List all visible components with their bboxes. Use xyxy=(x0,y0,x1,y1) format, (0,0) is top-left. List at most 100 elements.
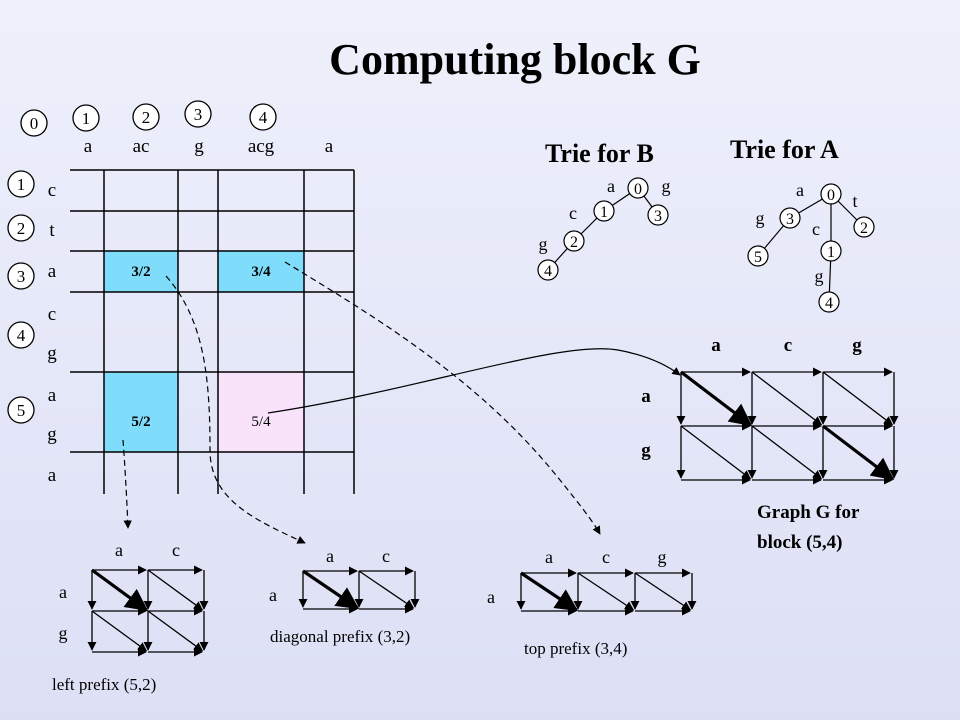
row-letter: a xyxy=(48,385,57,406)
graph-g-edges xyxy=(676,367,899,485)
match-edge xyxy=(822,424,895,481)
trie-b-edge-label: g xyxy=(662,176,671,196)
graph-g-col-label: g xyxy=(852,335,862,356)
col-header: a xyxy=(325,136,334,157)
top-prefix-col-label: g xyxy=(658,547,667,567)
top-prefix-col-label: a xyxy=(545,547,553,567)
trie-a-edge-label: g xyxy=(815,266,824,286)
cell-3-4 xyxy=(218,251,304,292)
match-edge xyxy=(680,370,753,427)
trie-a-edge-label: g xyxy=(756,208,765,228)
arrow-to-graph-g xyxy=(267,348,681,414)
trie-b-node: 3 xyxy=(654,208,662,225)
trie-a-node: 5 xyxy=(754,249,762,266)
graph-g-caption-line2: block (5,4) xyxy=(757,532,843,553)
trie-a-node: 2 xyxy=(860,220,868,237)
column-headers: a ac g acg a xyxy=(84,136,334,157)
trie-b-edge-label: c xyxy=(569,203,577,223)
row-letter: g xyxy=(47,343,57,364)
diagonal-prefix-edges xyxy=(298,566,420,614)
graph-edge xyxy=(680,425,752,480)
matrix-grid xyxy=(70,169,355,494)
trie-a-node: 4 xyxy=(825,295,833,312)
trie-a-edge-label: t xyxy=(852,191,857,211)
trie-b: Trie for B 0 1 2 3 4 a g c xyxy=(537,139,671,281)
row-letters: c t a c g a g a xyxy=(47,180,57,486)
row-letter: g xyxy=(47,424,57,445)
diagonal-prefix-row-label: a xyxy=(269,585,277,605)
match-edge xyxy=(520,571,579,612)
trie-a-node: 0 xyxy=(827,187,835,204)
row-number: 1 xyxy=(17,175,26,194)
graph-edge xyxy=(577,572,635,611)
trie-a-edge-label: a xyxy=(796,180,804,200)
graph-edge xyxy=(358,570,415,609)
graph-edge xyxy=(634,572,692,611)
trie-b-node: 0 xyxy=(634,181,642,198)
cell-label-5-2: 5/2 xyxy=(131,414,150,430)
row-letter: c xyxy=(48,304,56,325)
cell-label-3-4: 3/4 xyxy=(251,264,271,280)
trie-b-edge-label: a xyxy=(607,176,615,196)
graph-edge xyxy=(751,371,823,426)
cell-3-2 xyxy=(104,251,178,292)
left-prefix-col-label: a xyxy=(115,540,123,560)
graph-edge xyxy=(147,569,204,611)
match-edge xyxy=(302,569,360,610)
left-prefix-graph: a c a g left prefix (5,2) xyxy=(52,540,209,694)
graph-g-caption-line1: Graph G for xyxy=(757,502,860,523)
arrow-to-diagonal-prefix xyxy=(165,275,306,544)
col-number: 3 xyxy=(194,105,203,124)
row-letter: t xyxy=(49,220,55,241)
left-prefix-col-label: c xyxy=(172,540,180,560)
graph-edge xyxy=(751,425,823,480)
graph-g-col-label: c xyxy=(784,335,792,356)
trie-b-edge-label: g xyxy=(539,234,548,254)
trie-b-title: Trie for B xyxy=(545,139,654,168)
row-numbers: 1 2 3 4 5 xyxy=(7,170,35,424)
match-edge xyxy=(91,568,149,612)
dp-matrix: 0 1 2 3 4 a ac g acg a 1 xyxy=(7,100,355,494)
graph-g-col-label: a xyxy=(711,335,721,356)
row-number: 4 xyxy=(17,326,26,345)
arrow-to-left-prefix xyxy=(122,439,132,529)
col-number: 0 xyxy=(30,114,39,133)
graph-g-row-label: a xyxy=(641,386,651,407)
row-number: 3 xyxy=(17,267,26,286)
graph-g-block-5-4: a c g a g Graph G for block (5,4) xyxy=(641,335,899,553)
row-letter: a xyxy=(48,465,57,486)
top-prefix-col-label: c xyxy=(602,547,610,567)
cell-label-5-4: 5/4 xyxy=(251,414,271,430)
trie-a-node: 3 xyxy=(786,211,794,228)
connector-arrows xyxy=(122,261,681,544)
left-prefix-row-label: a xyxy=(59,582,67,602)
col-number: 4 xyxy=(259,108,268,127)
arrow-to-top-prefix xyxy=(284,261,601,535)
trie-a-edge-label: c xyxy=(812,219,820,239)
left-prefix-edges xyxy=(87,565,209,657)
diagonal-prefix-caption: diagonal prefix (3,2) xyxy=(270,627,410,646)
diagonal-prefix-col-label: c xyxy=(382,546,390,566)
row-number: 5 xyxy=(17,401,26,420)
graph-edge xyxy=(822,371,894,426)
col-header: a xyxy=(84,136,93,157)
trie-a: Trie for A 0 3 2 1 5 4 xyxy=(730,135,875,313)
slide-title: Computing block G xyxy=(329,35,701,84)
graph-g-row-label: g xyxy=(641,440,651,461)
diagonal-prefix-col-label: a xyxy=(326,546,334,566)
cell-5-4 xyxy=(218,372,304,452)
graph-edge xyxy=(91,610,148,652)
top-prefix-graph: a c g a top prefix (3,4) xyxy=(487,547,697,658)
col-number: 2 xyxy=(142,108,151,127)
trie-a-title: Trie for A xyxy=(730,135,839,164)
top-prefix-edges xyxy=(516,568,697,616)
row-number: 2 xyxy=(17,219,26,238)
cell-label-3-2: 3/2 xyxy=(131,264,150,280)
col-header: g xyxy=(194,136,204,157)
top-prefix-row-label: a xyxy=(487,587,495,607)
graph-edge xyxy=(147,610,204,652)
column-numbers: 0 1 2 3 4 xyxy=(20,100,277,137)
left-prefix-caption: left prefix (5,2) xyxy=(52,675,156,694)
trie-a-node: 1 xyxy=(827,244,835,261)
